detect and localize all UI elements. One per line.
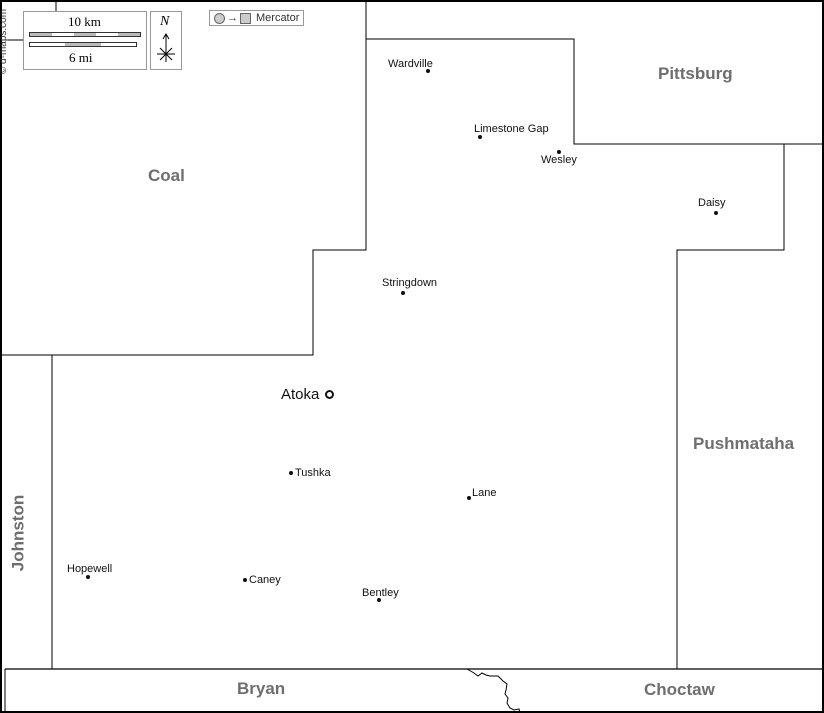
town-marker (401, 291, 405, 295)
town-marker (478, 135, 482, 139)
town-caney: Caney (249, 574, 281, 586)
town-stringdown: Stringdown (382, 277, 438, 289)
region-pittsburg: Pittsburg (658, 64, 733, 83)
town-hopewell: Hopewell (67, 563, 113, 575)
scale-bar: 10 km 6 mi (23, 11, 147, 70)
town-marker (714, 211, 718, 215)
credit-text: © d-maps.com (0, 8, 10, 74)
compass-icon (157, 33, 175, 62)
town-marker (289, 471, 293, 475)
square-icon (240, 12, 251, 24)
town-daisy: Daisy (698, 197, 726, 209)
seat-atoka: Atoka (281, 386, 320, 403)
town-limestone-gap: Limestone Gap (474, 123, 549, 135)
town-wesley: Wesley (541, 154, 577, 166)
town-marker (86, 575, 90, 579)
projection-badge: → Mercator (209, 10, 305, 26)
projection-label: Mercator (256, 12, 300, 24)
town-tushka: Tushka (295, 467, 331, 479)
town-marker (426, 69, 430, 73)
seat-atoka-marker (325, 390, 334, 399)
region-choctaw: Choctaw (644, 680, 715, 699)
town-marker (243, 578, 247, 582)
scale-mi-bar (29, 42, 137, 47)
town-wardville: Wardville (388, 58, 433, 70)
scale-mi-label: 6 mi (69, 50, 93, 65)
town-marker (377, 598, 381, 602)
scale-km-bar (29, 32, 141, 37)
arrow-icon: → (227, 12, 238, 24)
region-coal: Coal (148, 166, 185, 185)
circle-icon (214, 12, 225, 24)
north-label: N (160, 14, 170, 29)
town-marker (557, 150, 561, 154)
town-lane: Lane (472, 487, 497, 499)
town-marker (467, 496, 471, 500)
town-bentley: Bentley (362, 587, 399, 599)
region-pushmataha: Pushmataha (693, 434, 795, 453)
region-bryan: Bryan (237, 679, 286, 698)
scale-km-label: 10 km (68, 14, 101, 29)
north-arrow: N (150, 11, 182, 70)
region-johnston: Johnston (8, 494, 28, 572)
